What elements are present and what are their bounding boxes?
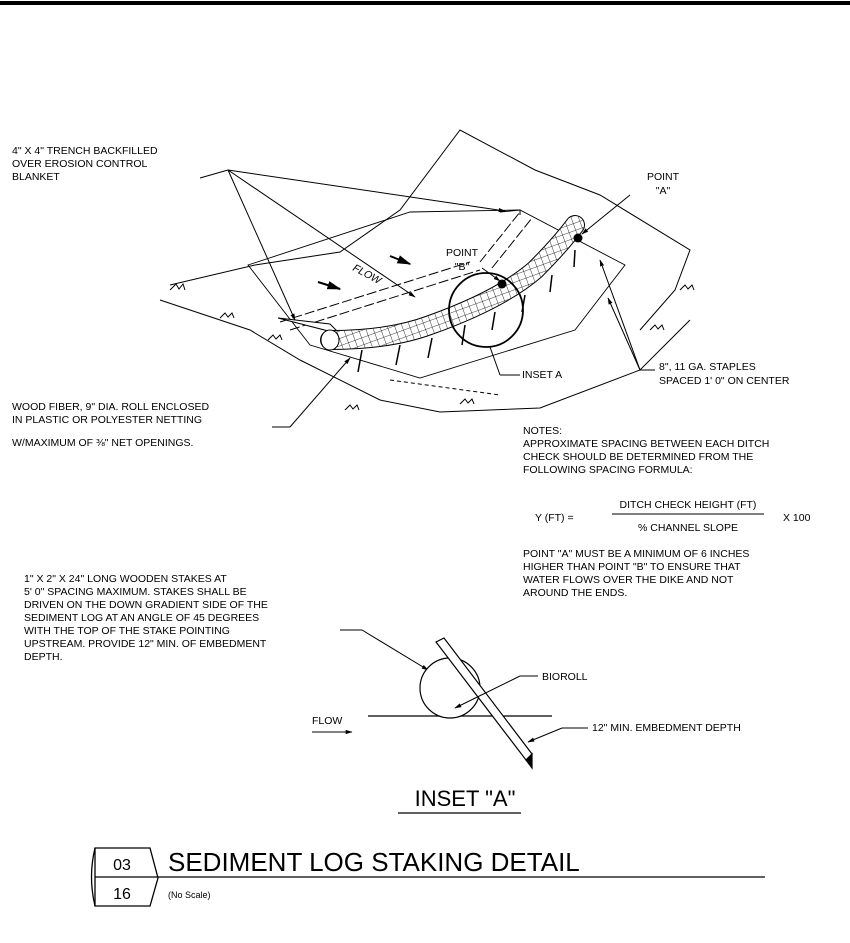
formula-numerator: DITCH CHECK HEIGHT (FT) — [620, 499, 757, 511]
svg-text:POINT "A" MUST BE A MINIMUM OF: POINT "A" MUST BE A MINIMUM OF 6 INCHES — [523, 548, 749, 560]
sediment-log — [320, 215, 585, 373]
svg-text:AROUND THE ENDS.: AROUND THE ENDS. — [523, 587, 627, 599]
inset-a-detail: BIOROLL FLOW 12" MIN. EMBEDMENT DEPTH IN… — [312, 637, 741, 814]
flow-label-slanted: FLOW — [351, 262, 384, 287]
svg-text:SPACED 1' 0" ON CENTER: SPACED 1' 0" ON CENTER — [659, 375, 790, 387]
svg-text:"A": "A" — [656, 185, 671, 197]
svg-text:UPSTREAM. PROVIDE 12" MIN. OF: UPSTREAM. PROVIDE 12" MIN. OF EMBEDMENT — [24, 638, 267, 650]
svg-text:IN PLASTIC OR POLYESTER NETTIN: IN PLASTIC OR POLYESTER NETTING — [12, 414, 202, 426]
trench-label: 4" X 4" TRENCH BACKFILLED OVER EROSION C… — [12, 145, 158, 183]
svg-text:POINT: POINT — [446, 247, 479, 259]
svg-text:W/MAXIMUM OF ⅜" NET OPENINGS.: W/MAXIMUM OF ⅜" NET OPENINGS. — [12, 437, 193, 449]
wood-fiber-label: WOOD FIBER, 9" DIA. ROLL ENCLOSED IN PLA… — [12, 401, 209, 449]
svg-text:WATER FLOWS OVER THE DIKE AND: WATER FLOWS OVER THE DIKE AND NOT — [523, 574, 734, 586]
point-a-marker — [573, 233, 583, 243]
formula-lhs: Y (FT) = — [535, 512, 574, 524]
detail-title: SEDIMENT LOG STAKING DETAIL — [168, 847, 580, 877]
detail-number: 03 — [113, 857, 131, 874]
ditch-back-slope — [169, 129, 691, 331]
inset-a-circle — [448, 272, 524, 348]
svg-text:APPROXIMATE SPACING BETWEEN EA: APPROXIMATE SPACING BETWEEN EACH DITCH — [523, 438, 769, 450]
ditch-isometric — [159, 129, 695, 413]
ditch-channel — [247, 209, 626, 379]
leader-lines — [199, 169, 655, 428]
svg-text:WITH THE TOP OF THE STAKE POIN: WITH THE TOP OF THE STAKE POINTING — [24, 625, 230, 637]
embedment-label: 12" MIN. EMBEDMENT DEPTH — [592, 722, 741, 734]
notes-block: NOTES: APPROXIMATE SPACING BETWEEN EACH … — [523, 425, 811, 599]
formula-multiplier: X 100 — [783, 512, 811, 524]
svg-text:"B": "B" — [455, 261, 470, 273]
stakes-leader — [340, 629, 429, 671]
formula-denominator: % CHANNEL SLOPE — [638, 522, 738, 534]
title-block: 03 16 SEDIMENT LOG STAKING DETAIL (No Sc… — [90, 847, 765, 907]
svg-text:8", 11 GA. STAPLES: 8", 11 GA. STAPLES — [659, 361, 756, 373]
flow-label-inset: FLOW — [312, 715, 342, 727]
sheet-number: 16 — [113, 886, 131, 903]
inset-title: INSET "A" — [415, 786, 516, 811]
staples-label: 8", 11 GA. STAPLES SPACED 1' 0" ON CENTE… — [659, 361, 790, 387]
svg-text:1" X 2" X 24" LONG WOODEN STAK: 1" X 2" X 24" LONG WOODEN STAKES AT — [24, 573, 227, 585]
svg-text:BLANKET: BLANKET — [12, 171, 60, 183]
stake — [435, 637, 533, 770]
point-a-label: POINT "A" — [647, 171, 680, 197]
svg-text:5' 0" SPACING MAXIMUM. STAKES: 5' 0" SPACING MAXIMUM. STAKES SHALL BE — [24, 586, 247, 598]
inset-a-callout-label: INSET A — [522, 369, 562, 381]
point-b-label: POINT "B" — [446, 247, 479, 273]
bioroll-label: BIOROLL — [542, 671, 588, 683]
svg-text:4" X 4" TRENCH BACKFILLED: 4" X 4" TRENCH BACKFILLED — [12, 145, 158, 157]
flow-arrows — [317, 255, 412, 290]
svg-text:DEPTH.: DEPTH. — [24, 651, 63, 663]
ditch-lower-bank — [159, 299, 691, 413]
scale-note: (No Scale) — [168, 890, 211, 900]
svg-text:DRIVEN ON THE DOWN GRADIENT SI: DRIVEN ON THE DOWN GRADIENT SIDE OF THE — [24, 599, 268, 611]
point-b-marker — [497, 279, 507, 289]
svg-text:HIGHER THAN POINT "B" TO ENSUR: HIGHER THAN POINT "B" TO ENSURE THAT — [523, 561, 741, 573]
svg-text:POINT: POINT — [647, 171, 680, 183]
svg-text:OVER EROSION CONTROL: OVER EROSION CONTROL — [12, 158, 148, 170]
stakes-label: 1" X 2" X 24" LONG WOODEN STAKES AT 5' 0… — [24, 573, 268, 663]
svg-text:FOLLOWING SPACING FORMULA:: FOLLOWING SPACING FORMULA: — [523, 464, 693, 476]
svg-text:CHECK SHOULD BE DETERMINED FRO: CHECK SHOULD BE DETERMINED FROM THE — [523, 451, 753, 463]
svg-text:WOOD FIBER, 9" DIA. ROLL ENCLO: WOOD FIBER, 9" DIA. ROLL ENCLOSED — [12, 401, 209, 413]
svg-text:SEDIMENT LOG AT AN ANGLE OF 45: SEDIMENT LOG AT AN ANGLE OF 45 DEGREES — [24, 612, 259, 624]
svg-text:NOTES:: NOTES: — [523, 425, 562, 437]
